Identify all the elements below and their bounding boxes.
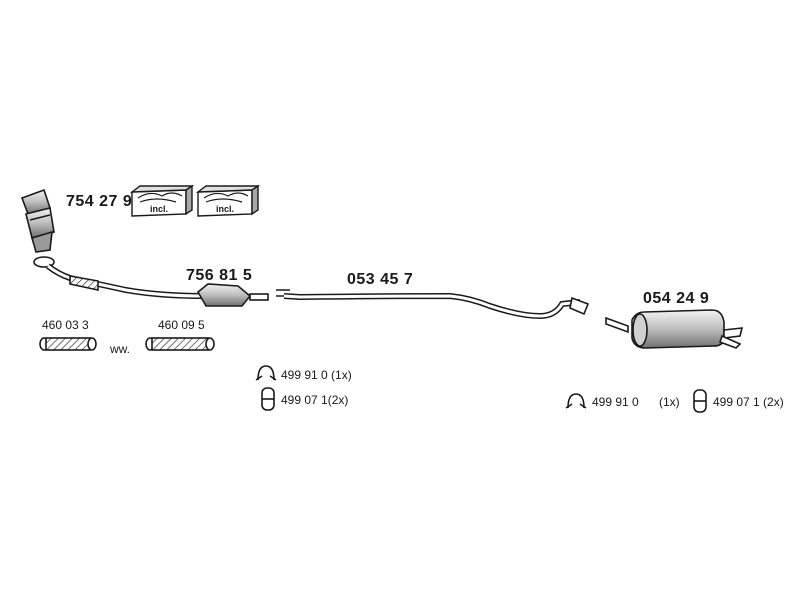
part-number-front-catalytic-converter: 754 27 9 xyxy=(66,193,133,210)
part-number-flex-pipe-2: 460 09 5 xyxy=(158,318,205,332)
incl-kit-box-2 xyxy=(195,184,261,217)
middle-pipe xyxy=(276,289,590,320)
clamp-qty-rear: (1x) xyxy=(659,395,680,409)
rubber-mount-icon xyxy=(693,389,707,413)
part-number-flex-pipe-1: 460 03 3 xyxy=(42,318,89,332)
part-number-rear-silencer: 054 24 9 xyxy=(643,290,710,307)
clamp-icon xyxy=(255,365,277,381)
connector-label: ww. xyxy=(110,342,131,356)
clamp-icon xyxy=(565,393,587,409)
clamp-part-middle: 499 91 0 (1x) xyxy=(281,368,352,382)
incl-kit-box-1 xyxy=(129,184,195,217)
flex-pipe-1 xyxy=(39,337,97,351)
part-number-middle-pipe: 053 45 7 xyxy=(347,271,414,288)
rubber-mount-icon xyxy=(261,387,275,411)
front-catalytic-converter xyxy=(20,188,55,253)
mid-catalytic-converter xyxy=(196,283,269,307)
rubber-mount-part-rear: 499 07 1 (2x) xyxy=(713,395,784,409)
rubber-mount-part-middle: 499 07 1(2x) xyxy=(281,393,349,407)
flex-pipe-2 xyxy=(145,337,215,351)
part-number-mid-catalytic-converter: 756 81 5 xyxy=(186,267,253,284)
front-pipe xyxy=(33,256,206,299)
incl-label-2: incl. xyxy=(216,204,235,214)
incl-label-1: incl. xyxy=(150,204,169,214)
rear-silencer xyxy=(605,309,744,349)
clamp-part-rear: 499 91 0 xyxy=(592,395,639,409)
